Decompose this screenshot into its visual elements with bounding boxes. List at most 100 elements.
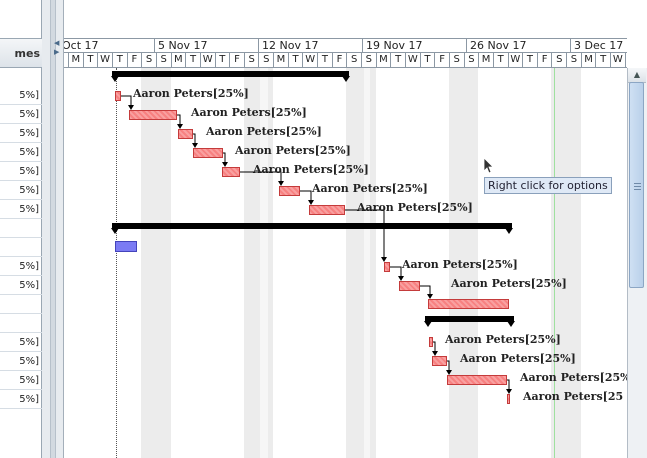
summary-cap [342, 76, 350, 82]
table-row[interactable]: 5%] [0, 200, 42, 219]
timeline-day-label: T [624, 53, 627, 67]
weekend-column [155, 68, 171, 458]
task-bar[interactable] [384, 262, 390, 272]
dependency-link [177, 114, 181, 124]
timeline-day-label: W [404, 53, 420, 67]
table-row[interactable]: 5%] [0, 276, 42, 295]
table-row[interactable]: 5%] [0, 105, 42, 124]
task-resource-label: Aaron Peters[25%] [357, 201, 473, 214]
timeline-day-label: T [492, 53, 508, 67]
timeline-day-label: W [610, 53, 625, 67]
collapse-left-arrow-icon[interactable]: ◀ [54, 39, 60, 47]
table-row[interactable] [0, 238, 42, 257]
weekend-column [566, 68, 581, 458]
task-resource-label: Aaron Peters[25 [523, 390, 624, 403]
timeline-week-label: 12 Nov 17 [258, 39, 318, 53]
dependency-arrowhead [432, 351, 438, 356]
project-start-line [116, 68, 117, 458]
timeline-day-label: W [97, 53, 112, 67]
table-row[interactable]: 5%] [0, 390, 42, 409]
table-row[interactable]: 5%] [0, 143, 42, 162]
table-row[interactable]: 5%] [0, 162, 42, 181]
timeline-day-label: W [507, 53, 523, 67]
today-line [554, 68, 555, 458]
task-bar[interactable] [428, 299, 509, 309]
dependency-arrowhead [192, 143, 198, 148]
collapse-right-arrow-icon[interactable]: ▶ [54, 48, 60, 56]
timeline-day-label: F [536, 53, 552, 67]
dependency-arrowhead [278, 181, 284, 186]
dependency-link [420, 285, 431, 294]
timeline-week-label: Oct 17 [64, 39, 99, 53]
timeline-day-label: S [448, 53, 464, 67]
table-row[interactable]: 5%] [0, 333, 42, 352]
task-bar[interactable] [178, 129, 193, 139]
task-bar[interactable] [432, 356, 447, 366]
weekend-column [463, 68, 479, 458]
table-row[interactable] [0, 219, 42, 238]
table-row[interactable]: 5%] [0, 124, 42, 143]
task-resource-label: Aaron Peters[25%] [312, 182, 428, 195]
timeline-day-label: T [185, 53, 200, 67]
table-row[interactable]: 5%] [0, 181, 42, 200]
table-row[interactable]: 5%] [0, 371, 42, 390]
task-bar[interactable] [193, 148, 223, 158]
table-header-names[interactable]: mes [0, 38, 42, 68]
timeline-days-row: MTWTFSSMTWTFSSMTWTFSSMTWTFSSMTWTFSSMTWTF… [64, 53, 627, 68]
summary-cap [111, 228, 119, 234]
summary-task-bar[interactable] [112, 223, 512, 229]
table-row[interactable] [0, 314, 42, 333]
summary-task-bar[interactable] [425, 316, 514, 322]
task-bar[interactable] [129, 110, 177, 120]
task-bar[interactable] [115, 91, 121, 101]
table-row[interactable] [0, 295, 42, 314]
task-bar[interactable] [429, 337, 433, 347]
timeline-day-label: S [155, 53, 171, 67]
summary-task-bar[interactable] [112, 71, 349, 77]
table-row[interactable]: 5%] [0, 257, 42, 276]
task-table: mes 5%]5%]5%]5%]5%]5%]5%]5%]5%]5%]5%]5%]… [0, 0, 42, 458]
timeline-day-label: S [463, 53, 479, 67]
task-bar[interactable] [447, 375, 507, 385]
timeline-day-label: S [243, 53, 259, 67]
timeline-day-label: T [522, 53, 537, 67]
timeline-day-label: S [361, 53, 376, 67]
table-row[interactable]: 5%] [0, 352, 42, 371]
gantt-grid[interactable]: Aaron Peters[25%] Aaron Peters[25%] Aaron … [64, 68, 627, 458]
mouse-cursor-icon [483, 157, 494, 174]
milestone-bar[interactable] [115, 241, 137, 252]
table-row[interactable]: 5%] [0, 86, 42, 105]
task-bar[interactable] [279, 186, 300, 196]
dependency-arrowhead [222, 162, 228, 167]
timeline-day-label: T [595, 53, 610, 67]
timeline-day-label: M [580, 53, 596, 67]
scrollbar-thumb[interactable] [629, 82, 644, 288]
task-bar[interactable] [399, 281, 420, 291]
summary-cap [505, 228, 513, 234]
task-bar[interactable] [309, 205, 345, 215]
weekend-column [141, 68, 156, 458]
dependency-arrows [121, 95, 512, 394]
timeline-day-label: T [390, 53, 405, 67]
timeline-day-label: F [331, 53, 347, 67]
scroll-up-arrow-icon[interactable]: ▲ [628, 68, 646, 83]
panel-splitter[interactable] [42, 0, 64, 458]
task-resource-label: Aaron Peters[25%] [206, 125, 322, 138]
timeline-day-label: M [478, 53, 493, 67]
timeline-week-label: 19 Nov 17 [362, 39, 422, 53]
timeline-day-label: M [68, 53, 83, 67]
dependency-link [121, 95, 132, 105]
weekend-column [346, 68, 361, 458]
highlight-column [364, 68, 370, 458]
timeline-day-label: S [141, 53, 156, 67]
dependency-link [193, 133, 196, 143]
splitter-handle[interactable] [50, 0, 56, 458]
task-bar[interactable] [222, 167, 240, 177]
task-bar[interactable] [507, 394, 510, 404]
dependency-link [447, 360, 450, 370]
highlight-column [260, 68, 268, 458]
dependency-arrowhead [177, 124, 183, 129]
dependency-arrowhead [506, 389, 512, 394]
